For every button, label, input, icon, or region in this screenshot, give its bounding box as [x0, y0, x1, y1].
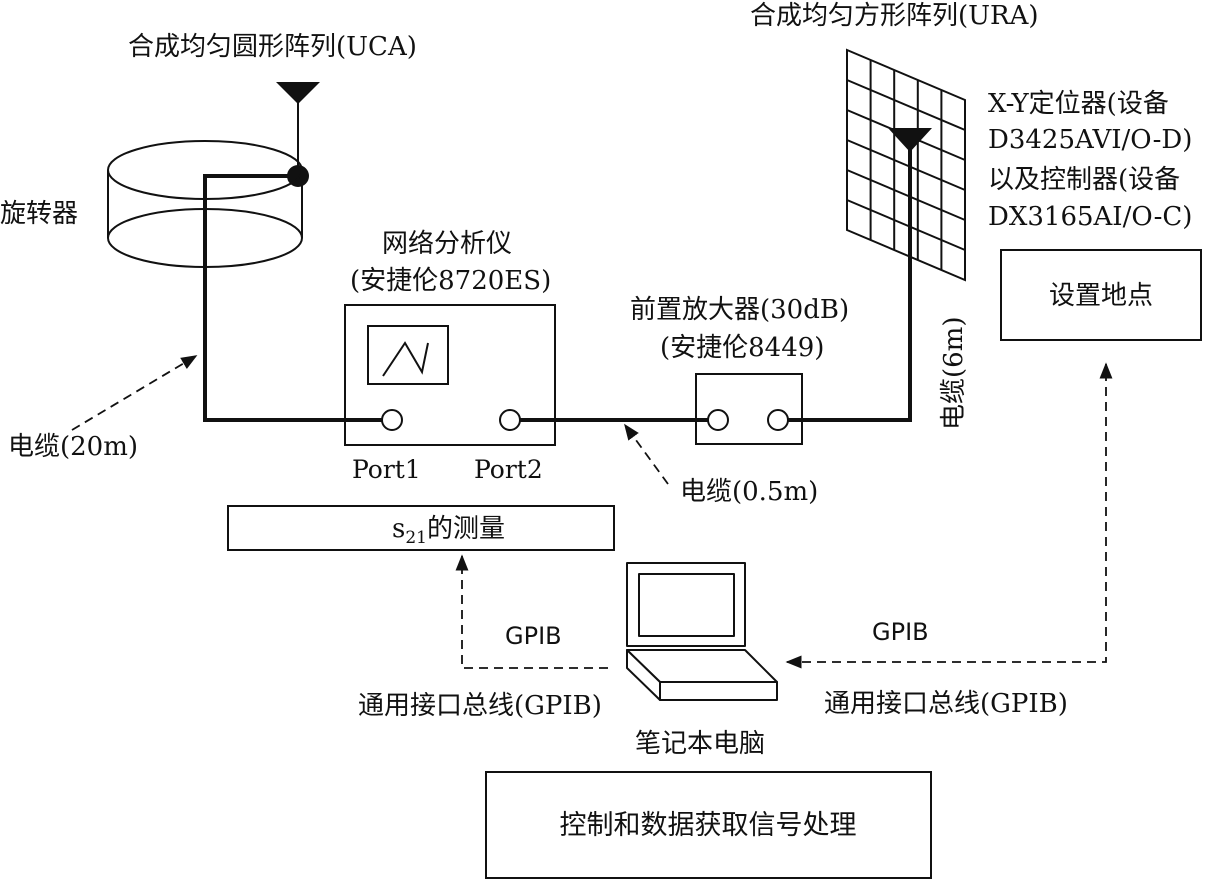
uca-antenna-icon: [276, 82, 320, 187]
uca-title: 合成均匀圆形阵列(UCA): [128, 32, 417, 62]
ura-title: 合成均匀方形阵列(URA): [750, 1, 1039, 31]
laptop-label: 笔记本电脑: [635, 729, 765, 759]
vna-model: (安捷伦8720ES): [350, 266, 551, 296]
gpib-right-label: GPIB: [872, 618, 929, 646]
xy-positioner-line1: X-Y定位器(设备: [988, 89, 1169, 119]
gpib-right-link: [785, 362, 1113, 669]
preamp-title: 前置放大器(30dB): [630, 295, 849, 325]
ura-grid-icon: [846, 48, 966, 282]
analyzer-screen-icon: [367, 325, 449, 385]
port1-label: Port1: [352, 455, 421, 484]
gpib-left-link: [455, 554, 608, 669]
setup-site-label: 设置地点: [1049, 281, 1153, 311]
s21-suffix: 的测量: [427, 514, 505, 544]
gpib-left-label: GPIB: [505, 622, 562, 650]
cable-20m-label: 电缆(20m): [8, 432, 138, 462]
cable-20m-pointer: [71, 355, 198, 431]
rotator-label: 旋转器: [0, 199, 78, 229]
gpib-bus-right-label: 通用接口总线(GPIB): [824, 689, 1068, 719]
processing-label: 控制和数据获取信号处理: [560, 810, 857, 841]
preamp-out-connector-icon: [767, 409, 789, 431]
laptop-icon: [626, 562, 778, 701]
cable-20m-line: [203, 174, 392, 422]
xy-positioner-line3: 以及控制器(设备: [988, 165, 1180, 195]
cable-6m-label: 电缆(6m): [939, 317, 969, 430]
s21-measurement-label: s21的测量: [392, 514, 505, 548]
preamplifier-box: [695, 373, 803, 445]
port2-label: Port2: [474, 455, 543, 484]
s21-subscript: 21: [405, 528, 427, 548]
port2-connector-icon: [499, 409, 521, 431]
s21-measurement-box: [227, 505, 615, 551]
xy-positioner-line2: D3425AVI/O-D): [988, 125, 1192, 155]
preamp-model: (安捷伦8449): [660, 333, 824, 363]
network-analyzer-box: [344, 304, 556, 446]
gpib-bus-left-label: 通用接口总线(GPIB): [358, 691, 602, 721]
port1-connector-icon: [381, 409, 403, 431]
cable-05m-label: 电缆(0.5m): [680, 477, 818, 507]
cable-6m-line: [788, 140, 912, 422]
xy-positioner-line4: DX3165AI/O-C): [988, 202, 1192, 232]
preamp-in-connector-icon: [707, 409, 729, 431]
ura-antenna-icon: [888, 128, 932, 152]
processing-box: [485, 771, 932, 879]
s21-prefix: s: [392, 514, 405, 544]
cable-05m-pointer: [624, 423, 669, 485]
setup-site-box: [1000, 249, 1202, 341]
vna-title: 网络分析仪: [382, 229, 512, 259]
